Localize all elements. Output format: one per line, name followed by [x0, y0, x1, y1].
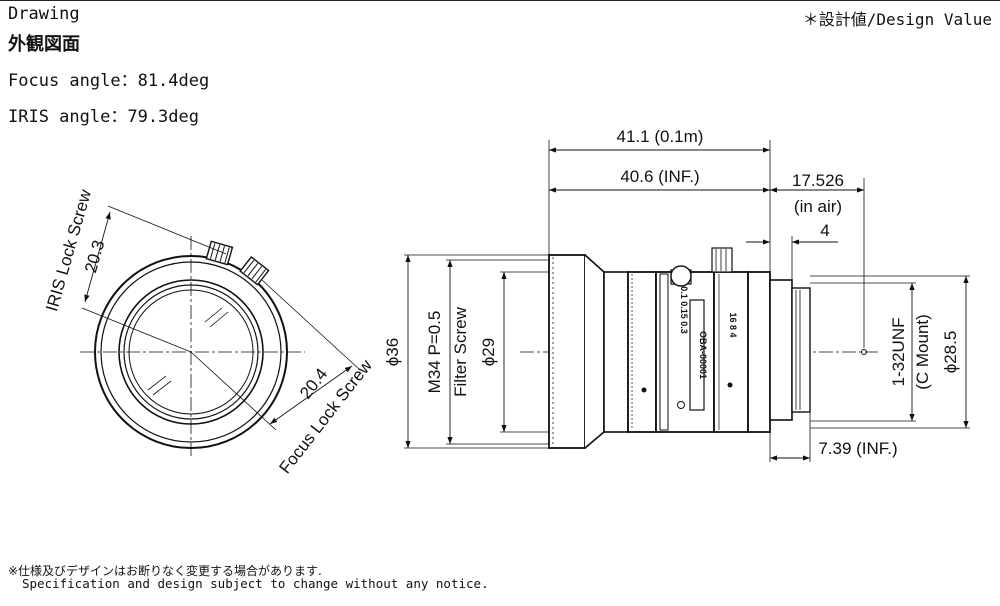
iris-ext-line-2: [107, 205, 227, 255]
dim-mount-thread-label: 1-32UNF: [889, 318, 908, 387]
c-mount-flange: [769, 279, 793, 421]
front-ring-4: [123, 284, 259, 420]
dim-flange-sub: (in air): [794, 197, 842, 216]
focus-ext-line-2: [261, 279, 361, 371]
notice-en: Specification and design subject to chan…: [22, 576, 489, 591]
top-border-line: [0, 0, 1000, 1]
front-ring-3: [118, 279, 264, 425]
dim-flange-label: 17.526: [792, 171, 844, 190]
iris-dim-value: 20.3: [81, 238, 108, 275]
front-ring-2: [100, 261, 282, 443]
drawing-title-jp: 外観図面: [8, 34, 80, 55]
side-view: OBA-00001 0.1 0.15 0.3 16 8 4 41.1: [383, 127, 970, 462]
focus-lock-screw: [239, 255, 270, 286]
dim-mount-label-text: (C Mount): [913, 314, 932, 390]
focus-index-dot: [641, 387, 647, 393]
iris-dim-line: [84, 211, 111, 303]
barrel-marker: [677, 401, 685, 409]
front-view: 20.3 IRIS Lock Screw 20.4 Focus Lock Scr…: [42, 187, 376, 477]
hood-taper: [584, 254, 605, 449]
dim-back-label: 7.39 (INF.): [818, 439, 897, 458]
front-body: [603, 271, 629, 433]
drawing-title: Drawing: [8, 4, 80, 24]
front-outer-ring: [94, 255, 288, 449]
barrel-serial: OBA-00001: [698, 331, 708, 379]
barrel-groove: [659, 273, 669, 431]
iris-lock-screw: [205, 240, 234, 266]
focus-dim-value: 20.4: [296, 365, 331, 403]
dim-outer-dia-label: ϕ36: [383, 338, 402, 366]
design-value-note: ＊設計値/Design Value: [802, 10, 992, 29]
barrel-focus-scale: 0.1 0.15 0.3: [679, 286, 689, 334]
glass-glare-4: [152, 380, 172, 396]
iris-screw: [711, 247, 733, 273]
glass-glare-1: [204, 307, 223, 323]
iris-ring: [713, 271, 749, 433]
focus-ext-line-1: [190, 351, 277, 431]
glass-glare-2: [209, 311, 229, 328]
glass-glare-3: [147, 375, 167, 391]
notice-jp: ※仕様及びデザインはお断りなく変更する場合があります.: [8, 564, 322, 578]
dim-overall-01m-label: 41.1 (0.1m): [617, 127, 704, 146]
iris-index-dot: [727, 382, 733, 388]
dim-filter-dia-label: ϕ29: [479, 338, 498, 366]
dim-filter-label: Filter Screw: [451, 306, 470, 396]
dim-mount-dia-label: ϕ28.5: [941, 331, 960, 374]
iris-ext-line-1: [81, 307, 192, 353]
c-mount-thread: [791, 287, 811, 413]
front-hood: [548, 254, 586, 449]
focus-angle-text: Focus angle：81.4deg: [8, 71, 210, 91]
focus-dim-line: [269, 365, 353, 425]
focus-screw-head: [670, 265, 692, 287]
dim-overall-inf-label: 40.6 (INF.): [620, 167, 699, 186]
dim-mount-label: 4: [820, 221, 829, 240]
iris-angle-text: IRIS angle：79.3deg: [8, 107, 199, 127]
barrel-iris-scale: 16 8 4: [728, 312, 738, 337]
focus-ring: [627, 271, 657, 433]
front-glass: [128, 289, 254, 415]
rear-barrel: [747, 271, 771, 433]
barrel-nameplate: [689, 299, 705, 411]
dim-filter-thread-label: M34 P=0.5: [425, 311, 444, 394]
image-plane-point: [861, 349, 867, 355]
